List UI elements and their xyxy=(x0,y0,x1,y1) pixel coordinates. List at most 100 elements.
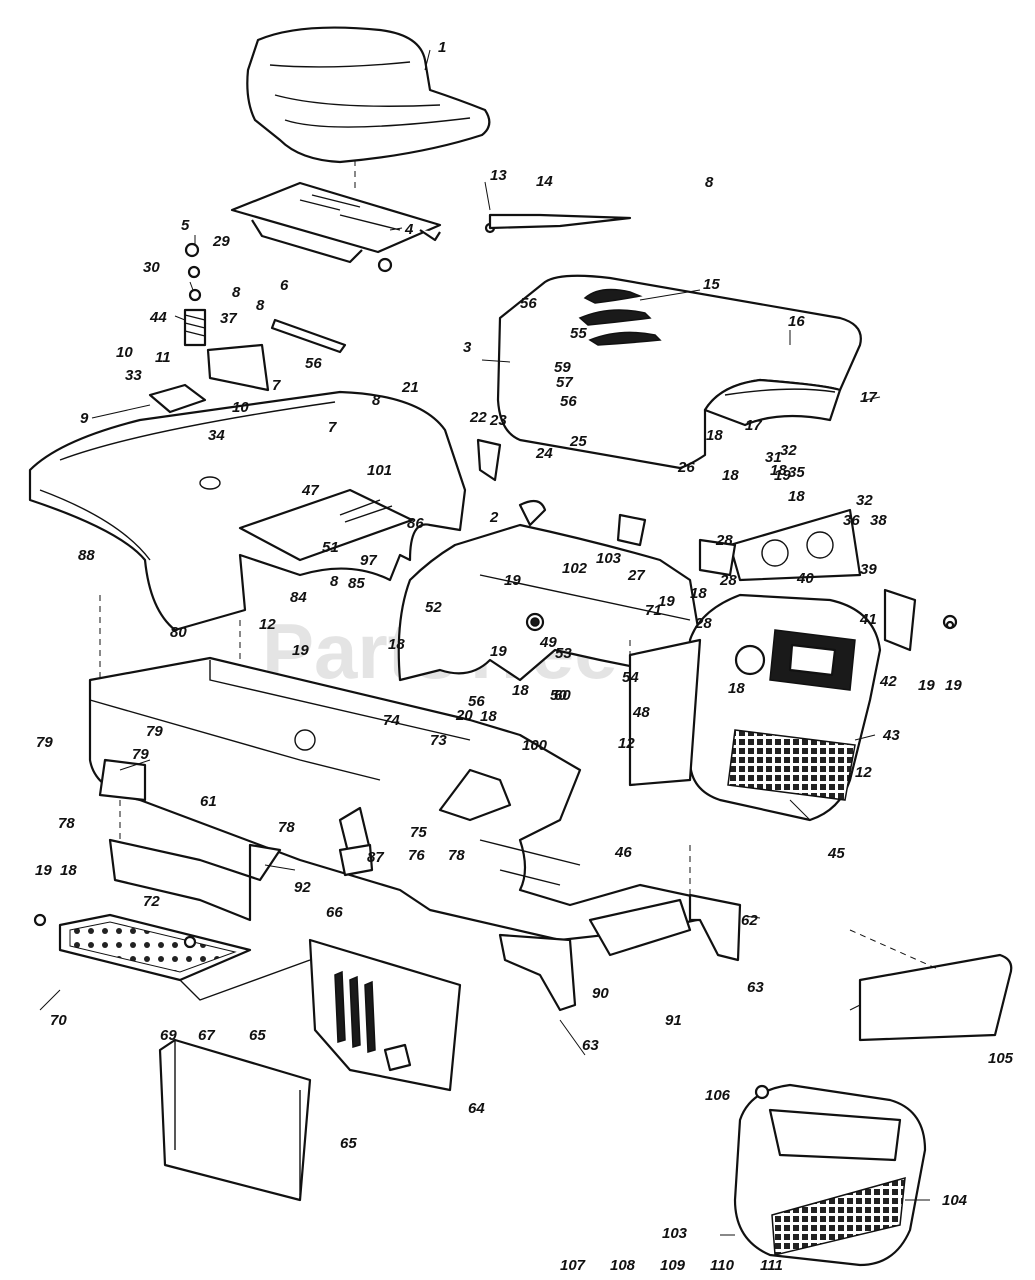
callout-48: 48 xyxy=(632,704,650,721)
grille-housing-part xyxy=(628,593,882,822)
callout-47: 47 xyxy=(301,482,319,499)
callout-19: 19 xyxy=(918,677,935,694)
callout-34: 34 xyxy=(208,427,225,444)
callout-72: 72 xyxy=(143,893,160,910)
callout-57: 57 xyxy=(556,374,573,391)
callout-22: 22 xyxy=(469,409,487,426)
callout-32: 32 xyxy=(856,492,873,509)
callout-79: 79 xyxy=(146,723,163,740)
callout-30: 30 xyxy=(143,259,160,276)
callout-70: 70 xyxy=(50,1012,67,1029)
callout-8: 8 xyxy=(330,573,339,590)
side-panel-left-part xyxy=(158,1038,312,1202)
callout-56: 56 xyxy=(520,295,537,312)
callout-91: 91 xyxy=(665,1012,682,1029)
callout-43: 43 xyxy=(882,727,900,744)
callout-110: 110 xyxy=(710,1257,735,1274)
callout-92: 92 xyxy=(294,879,311,896)
callout-49: 49 xyxy=(539,634,557,651)
callout-19: 19 xyxy=(292,642,309,659)
callout-35: 35 xyxy=(788,464,805,481)
callout-44: 44 xyxy=(149,309,167,326)
callout-65: 65 xyxy=(340,1135,357,1152)
callout-41: 41 xyxy=(859,611,877,628)
callout-56: 56 xyxy=(560,393,577,410)
callout-63: 63 xyxy=(747,979,764,996)
callout-64: 64 xyxy=(468,1100,485,1117)
callout-5: 5 xyxy=(181,217,190,234)
callout-28: 28 xyxy=(719,572,737,589)
callout-103: 103 xyxy=(596,550,622,567)
callout-8: 8 xyxy=(232,284,241,301)
side-panel-part xyxy=(308,938,462,1092)
bracket-plate-part xyxy=(728,508,862,582)
callout-74: 74 xyxy=(383,712,400,729)
rear-bracket-part xyxy=(688,893,742,962)
callout-71: 71 xyxy=(645,602,662,619)
hood-front-part xyxy=(733,1083,927,1267)
callout-2: 2 xyxy=(489,509,499,526)
callout-37: 37 xyxy=(220,310,237,327)
callout-106: 106 xyxy=(705,1087,731,1104)
callout-4: 4 xyxy=(404,221,414,238)
callout-33: 33 xyxy=(125,367,142,384)
callout-7: 7 xyxy=(328,419,337,436)
callout-20: 20 xyxy=(455,707,473,724)
callout-24: 24 xyxy=(535,445,553,462)
callout-79: 79 xyxy=(132,746,149,763)
callout-59: 59 xyxy=(554,359,571,376)
callout-109: 109 xyxy=(660,1257,686,1274)
callout-16: 16 xyxy=(788,313,805,330)
callout-12: 12 xyxy=(259,616,276,633)
callout-52: 52 xyxy=(425,599,442,616)
callout-18: 18 xyxy=(706,427,723,444)
callout-36: 36 xyxy=(843,512,860,529)
grille-insert-part xyxy=(858,953,1013,1042)
callout-111: 111 xyxy=(760,1257,783,1274)
callout-32: 32 xyxy=(780,442,797,459)
callout-76: 76 xyxy=(408,847,425,864)
callout-18: 18 xyxy=(690,585,707,602)
callout-17: 17 xyxy=(745,417,762,434)
callout-65: 65 xyxy=(249,1027,266,1044)
callout-54: 54 xyxy=(622,669,639,686)
callout-12: 12 xyxy=(855,764,872,781)
callout-27: 27 xyxy=(627,567,645,584)
callout-11: 11 xyxy=(155,349,171,366)
frame-part xyxy=(88,656,722,942)
callout-17: 17 xyxy=(860,389,877,406)
seat-part xyxy=(246,26,491,164)
callout-14: 14 xyxy=(536,173,553,190)
callout-103: 103 xyxy=(662,1225,688,1242)
callout-40: 40 xyxy=(796,570,814,587)
callout-10: 10 xyxy=(116,344,133,361)
callout-28: 28 xyxy=(694,615,712,632)
callout-46: 46 xyxy=(614,844,632,861)
callout-53: 53 xyxy=(555,645,572,662)
callout-79: 79 xyxy=(36,734,53,751)
dash-panel-part xyxy=(397,523,702,682)
callout-19: 19 xyxy=(945,677,962,694)
callout-104: 104 xyxy=(942,1192,968,1209)
callout-100: 100 xyxy=(522,737,548,754)
callout-87: 87 xyxy=(367,849,384,866)
callout-18: 18 xyxy=(788,488,805,505)
bracket-101-part xyxy=(588,898,692,957)
callout-19: 19 xyxy=(658,593,675,610)
callout-80: 80 xyxy=(170,624,187,641)
seat-plate-part xyxy=(230,181,442,264)
hood-part xyxy=(496,274,862,470)
callout-1: 1 xyxy=(438,39,446,56)
callout-19: 19 xyxy=(774,467,791,484)
fender-part xyxy=(28,390,467,632)
callout-90: 90 xyxy=(592,985,609,1002)
callout-66: 66 xyxy=(326,904,343,921)
callout-28: 28 xyxy=(715,532,733,549)
callout-50: 50 xyxy=(550,687,567,704)
callout-26: 26 xyxy=(677,459,695,476)
callout-9: 9 xyxy=(80,410,89,427)
callout-19: 19 xyxy=(490,643,507,660)
callout-8: 8 xyxy=(372,392,381,409)
callout-21: 21 xyxy=(401,379,419,396)
